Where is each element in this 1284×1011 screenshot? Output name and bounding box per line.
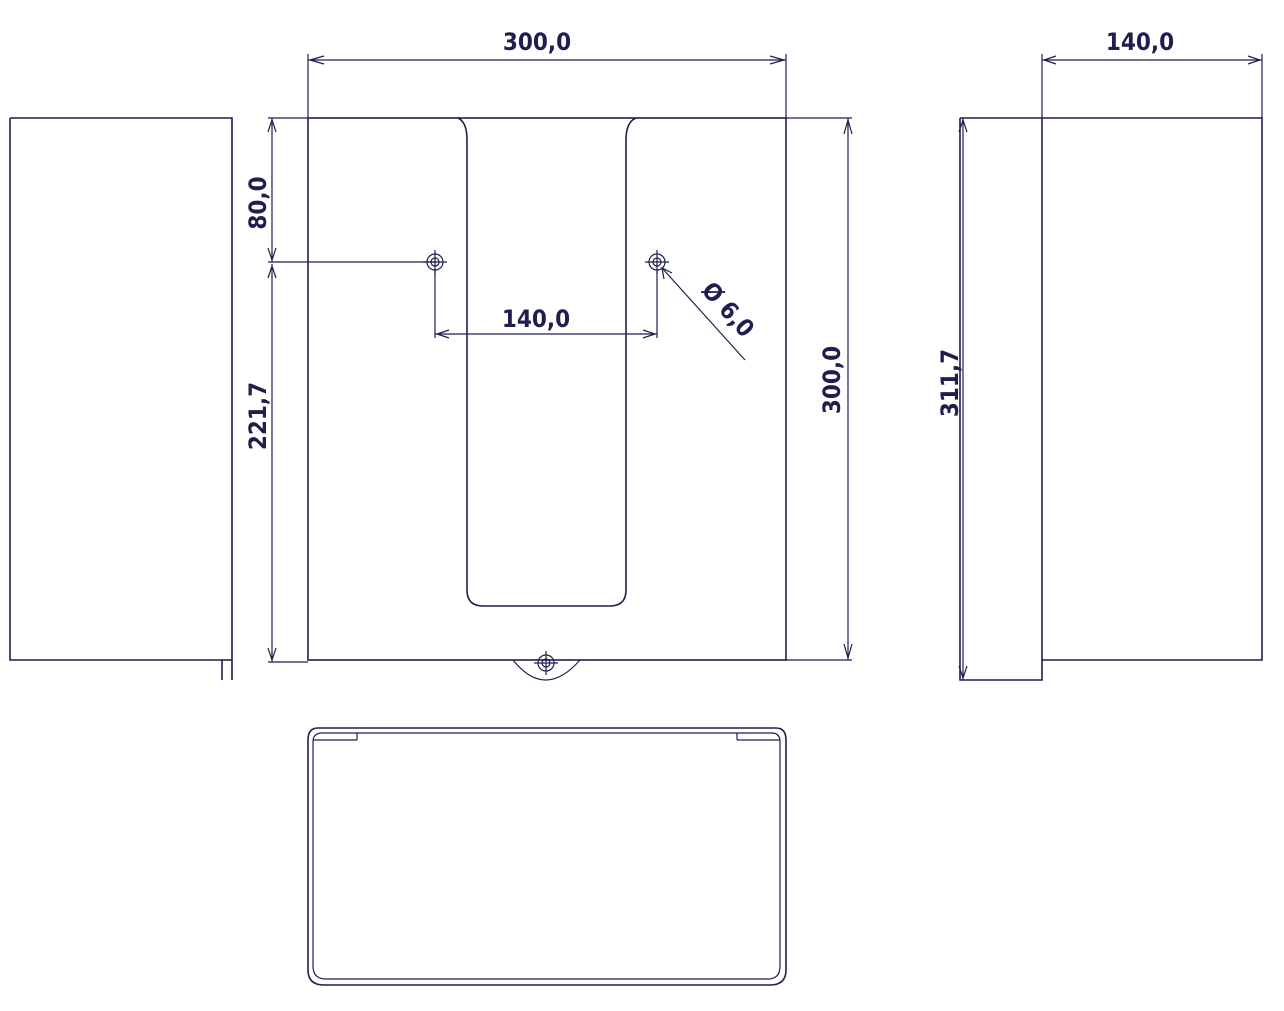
- dim-front-width-label: 300,0: [503, 28, 571, 56]
- bottom-view: [307, 727, 787, 986]
- front-view: [307, 117, 787, 681]
- dim-hole-spacing-label: 140,0: [502, 305, 570, 333]
- dim-holes-to-bottom: 221,7: [244, 264, 308, 663]
- left-side-view: [9, 117, 233, 680]
- dim-side-depth: 140,0: [1041, 28, 1263, 118]
- dim-top-to-holes-label: 80,0: [244, 176, 272, 229]
- dim-front-height: 300,0: [786, 117, 853, 661]
- dim-side-height: 311,7: [936, 118, 968, 680]
- dim-hole-diameter: Ø 6,0: [661, 266, 760, 361]
- dim-hole-spacing: 140,0: [434, 270, 658, 339]
- lock-icon: [534, 651, 558, 675]
- dim-front-height-label: 300,0: [818, 346, 846, 414]
- dim-hole-diameter-label: Ø 6,0: [696, 276, 760, 342]
- dim-top-to-holes: 80,0: [244, 117, 435, 263]
- dim-front-width: 300,0: [307, 28, 787, 118]
- dim-side-depth-label: 140,0: [1106, 28, 1174, 56]
- dim-holes-to-bottom-label: 221,7: [244, 382, 272, 450]
- right-side-view: [959, 117, 1263, 681]
- dim-side-height-label: 311,7: [936, 349, 964, 417]
